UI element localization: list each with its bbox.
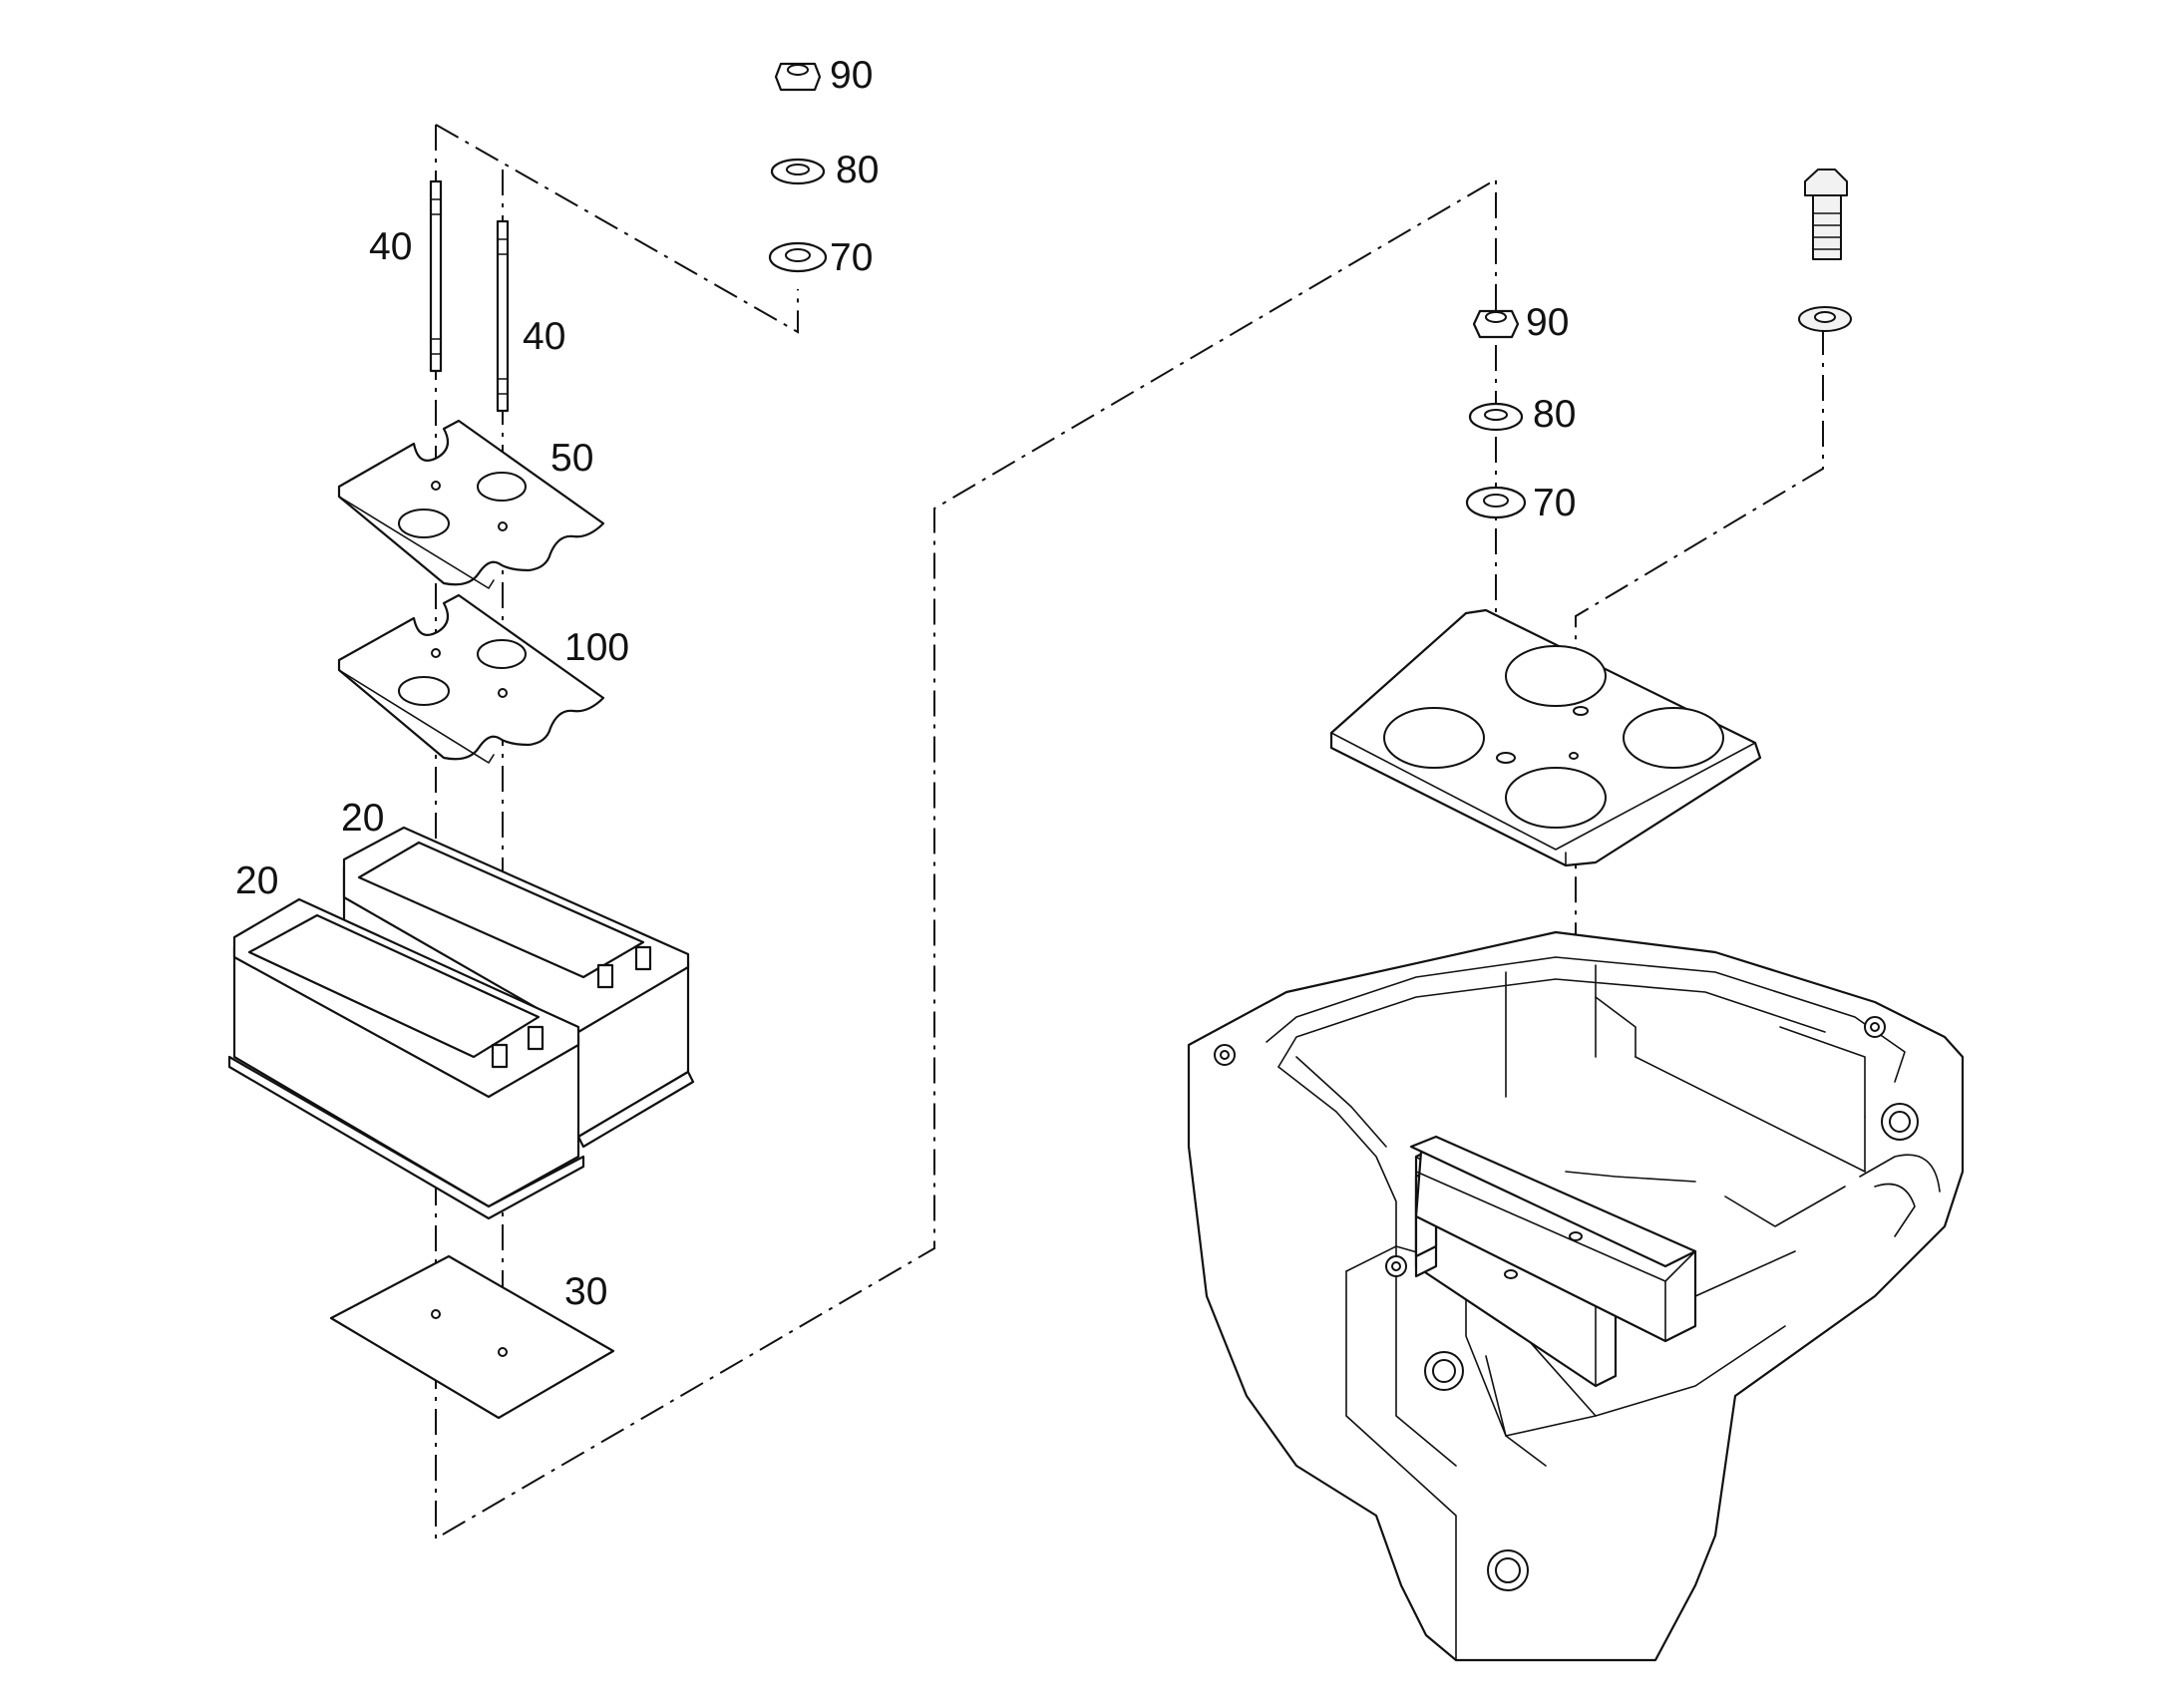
stud-left	[429, 179, 443, 373]
callout-90-top: 90	[830, 54, 873, 97]
stud-right	[496, 219, 510, 413]
insulator-plate	[337, 593, 605, 764]
bolt-washer	[1798, 306, 1852, 332]
battery-front	[227, 897, 585, 1220]
clamp-plate	[337, 419, 605, 589]
base-mat	[329, 1254, 615, 1420]
flat-washer-right	[1465, 486, 1527, 519]
flat-washer-top	[768, 241, 828, 273]
mounting-plate	[1329, 608, 1762, 867]
lock-washer-right	[1468, 402, 1524, 432]
callout-40-left: 40	[369, 225, 412, 268]
callout-70-top: 70	[830, 236, 873, 279]
callout-100: 100	[564, 626, 629, 669]
callout-80-right: 80	[1533, 393, 1576, 436]
callout-70-right: 70	[1533, 482, 1576, 524]
battery-rear	[342, 826, 695, 1149]
callout-40-right: 40	[523, 315, 565, 358]
hex-nut-top	[774, 62, 822, 92]
callout-20-rear: 20	[341, 797, 384, 840]
battery-carrier-frame	[1187, 930, 1965, 1662]
callout-20-front: 20	[235, 859, 278, 902]
callout-90-right: 90	[1526, 301, 1569, 344]
callout-50: 50	[550, 437, 593, 480]
lock-washer-top	[770, 158, 826, 185]
hex-nut-right	[1472, 309, 1520, 339]
callout-30: 30	[564, 1270, 607, 1313]
callout-80-top: 80	[836, 149, 879, 191]
hex-bolt	[1804, 169, 1848, 260]
